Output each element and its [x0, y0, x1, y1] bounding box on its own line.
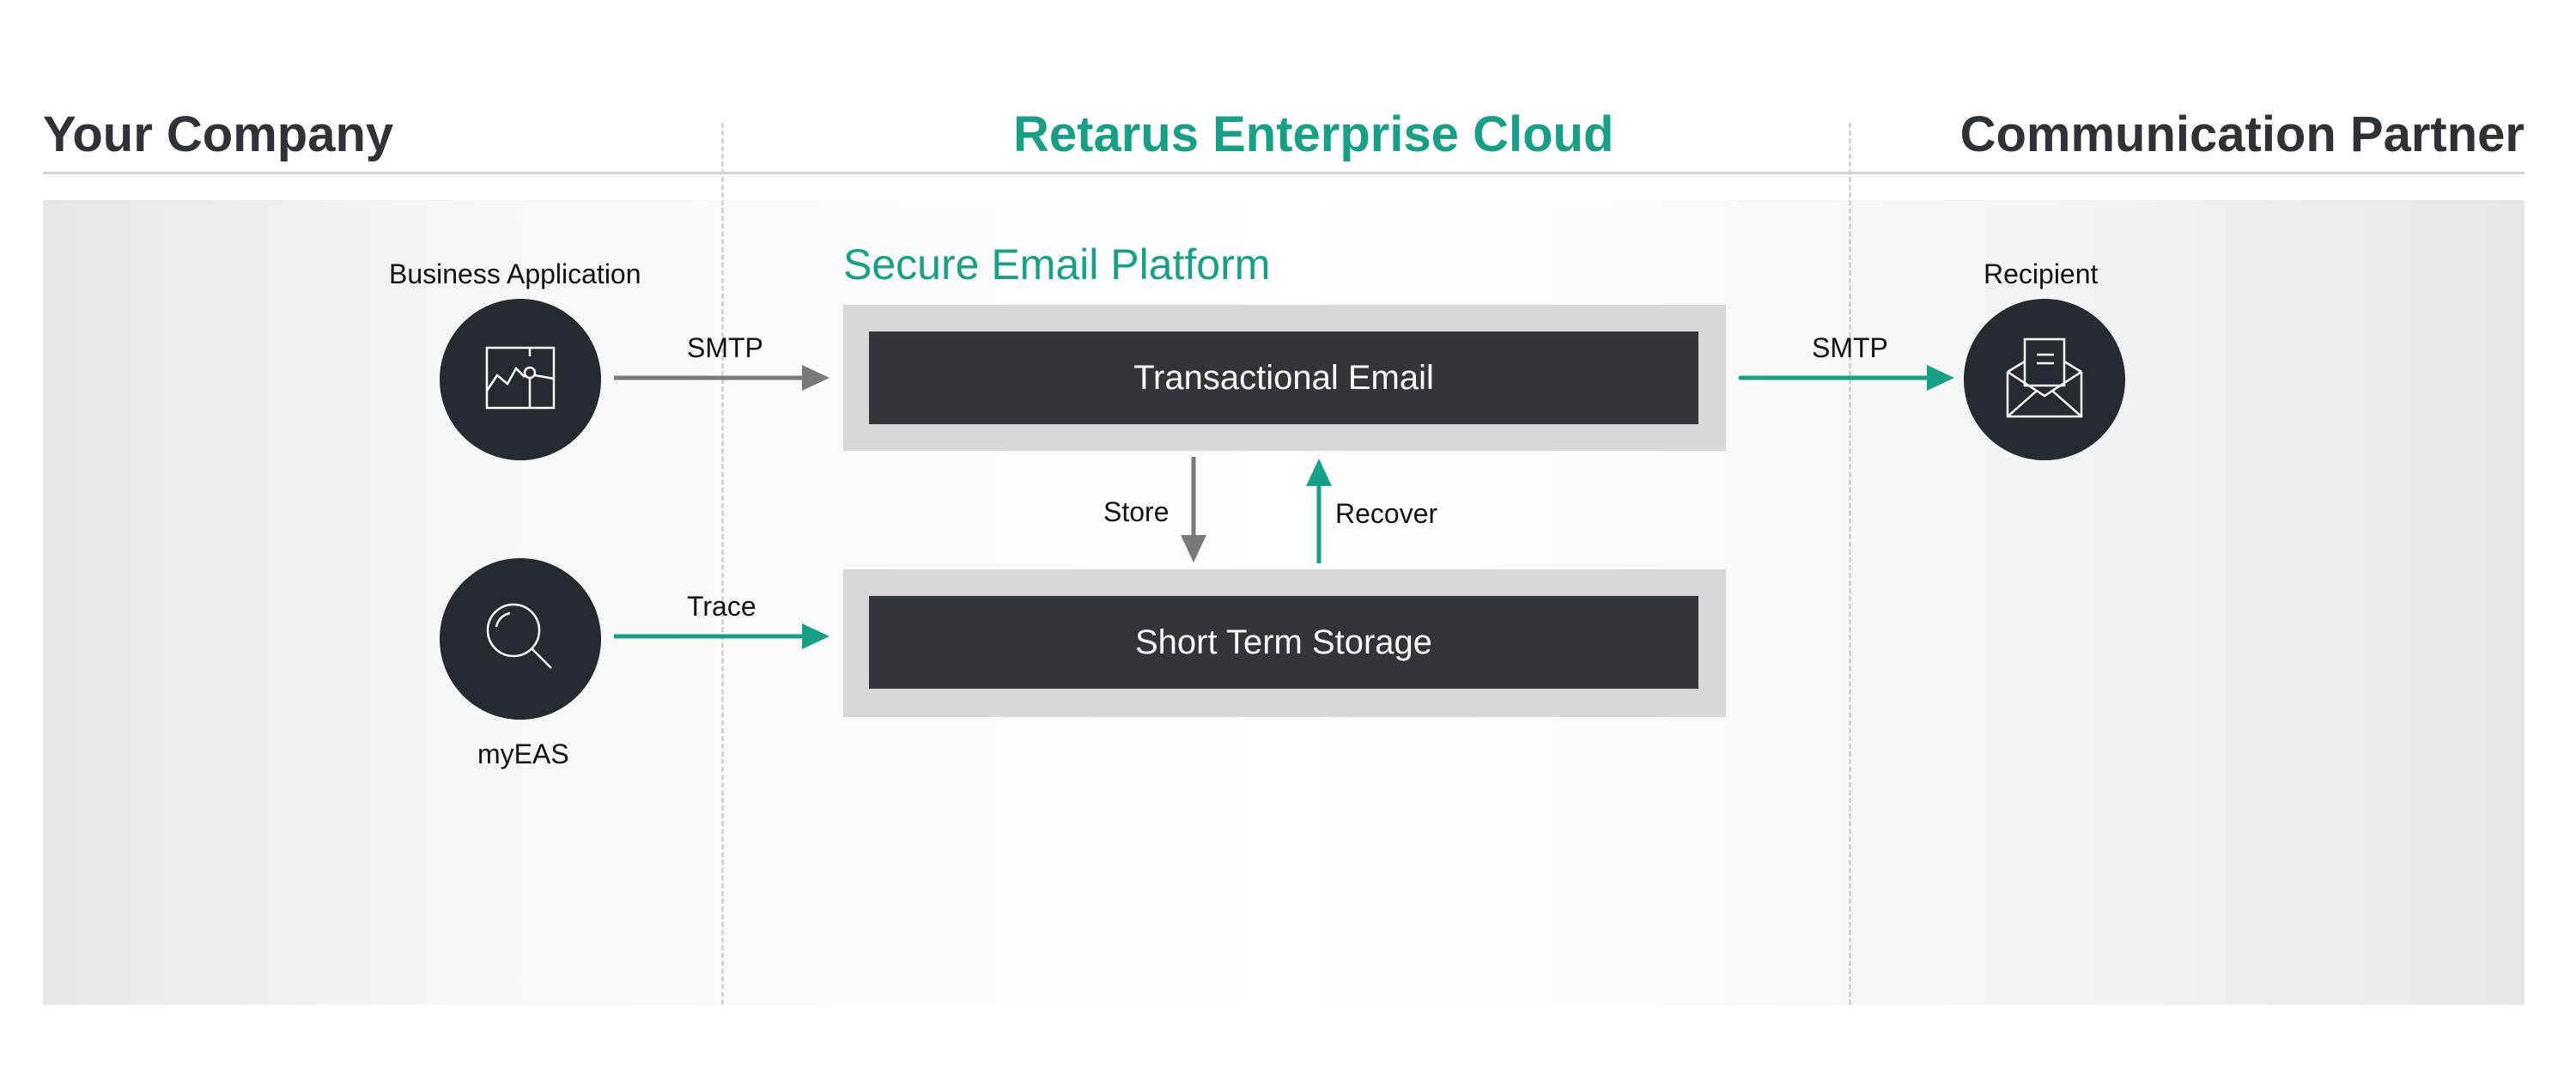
header-divider [43, 172, 2524, 174]
header-your-company: Your Company [43, 106, 394, 162]
store-arrow [1181, 457, 1206, 562]
recipient-node [1964, 299, 2125, 460]
smtp-in-arrow [614, 365, 829, 391]
magnifier-icon [484, 601, 556, 678]
header-retarus-enterprise-cloud: Retarus Enterprise Cloud [1013, 106, 1614, 162]
business-application-label: Business Application [389, 258, 641, 289]
platform-title: Secure Email Platform [843, 240, 1271, 289]
chart-document-icon [485, 346, 556, 414]
myeas-label: myEAS [477, 739, 569, 769]
column-separator-right [1849, 123, 1851, 1005]
trace-arrow [614, 623, 829, 649]
recover-label: Recover [1335, 498, 1438, 529]
recipient-label: Recipient [1984, 258, 2099, 289]
smtp-in-label: SMTP [687, 332, 763, 363]
header-communication-partner: Communication Partner [1959, 106, 2524, 162]
transactional-email-box: Transactional Email [869, 331, 1698, 424]
recover-arrow [1306, 459, 1332, 563]
smtp-out-label: SMTP [1812, 332, 1888, 363]
myeas-node [440, 558, 601, 720]
business-application-node [440, 299, 601, 460]
short-term-storage-box: Short Term Storage [869, 596, 1698, 689]
trace-label: Trace [687, 591, 756, 622]
smtp-out-arrow [1739, 365, 1954, 391]
store-label: Store [1103, 496, 1170, 527]
column-separator-left [721, 123, 724, 1005]
envelope-letter-icon [2006, 337, 2083, 422]
